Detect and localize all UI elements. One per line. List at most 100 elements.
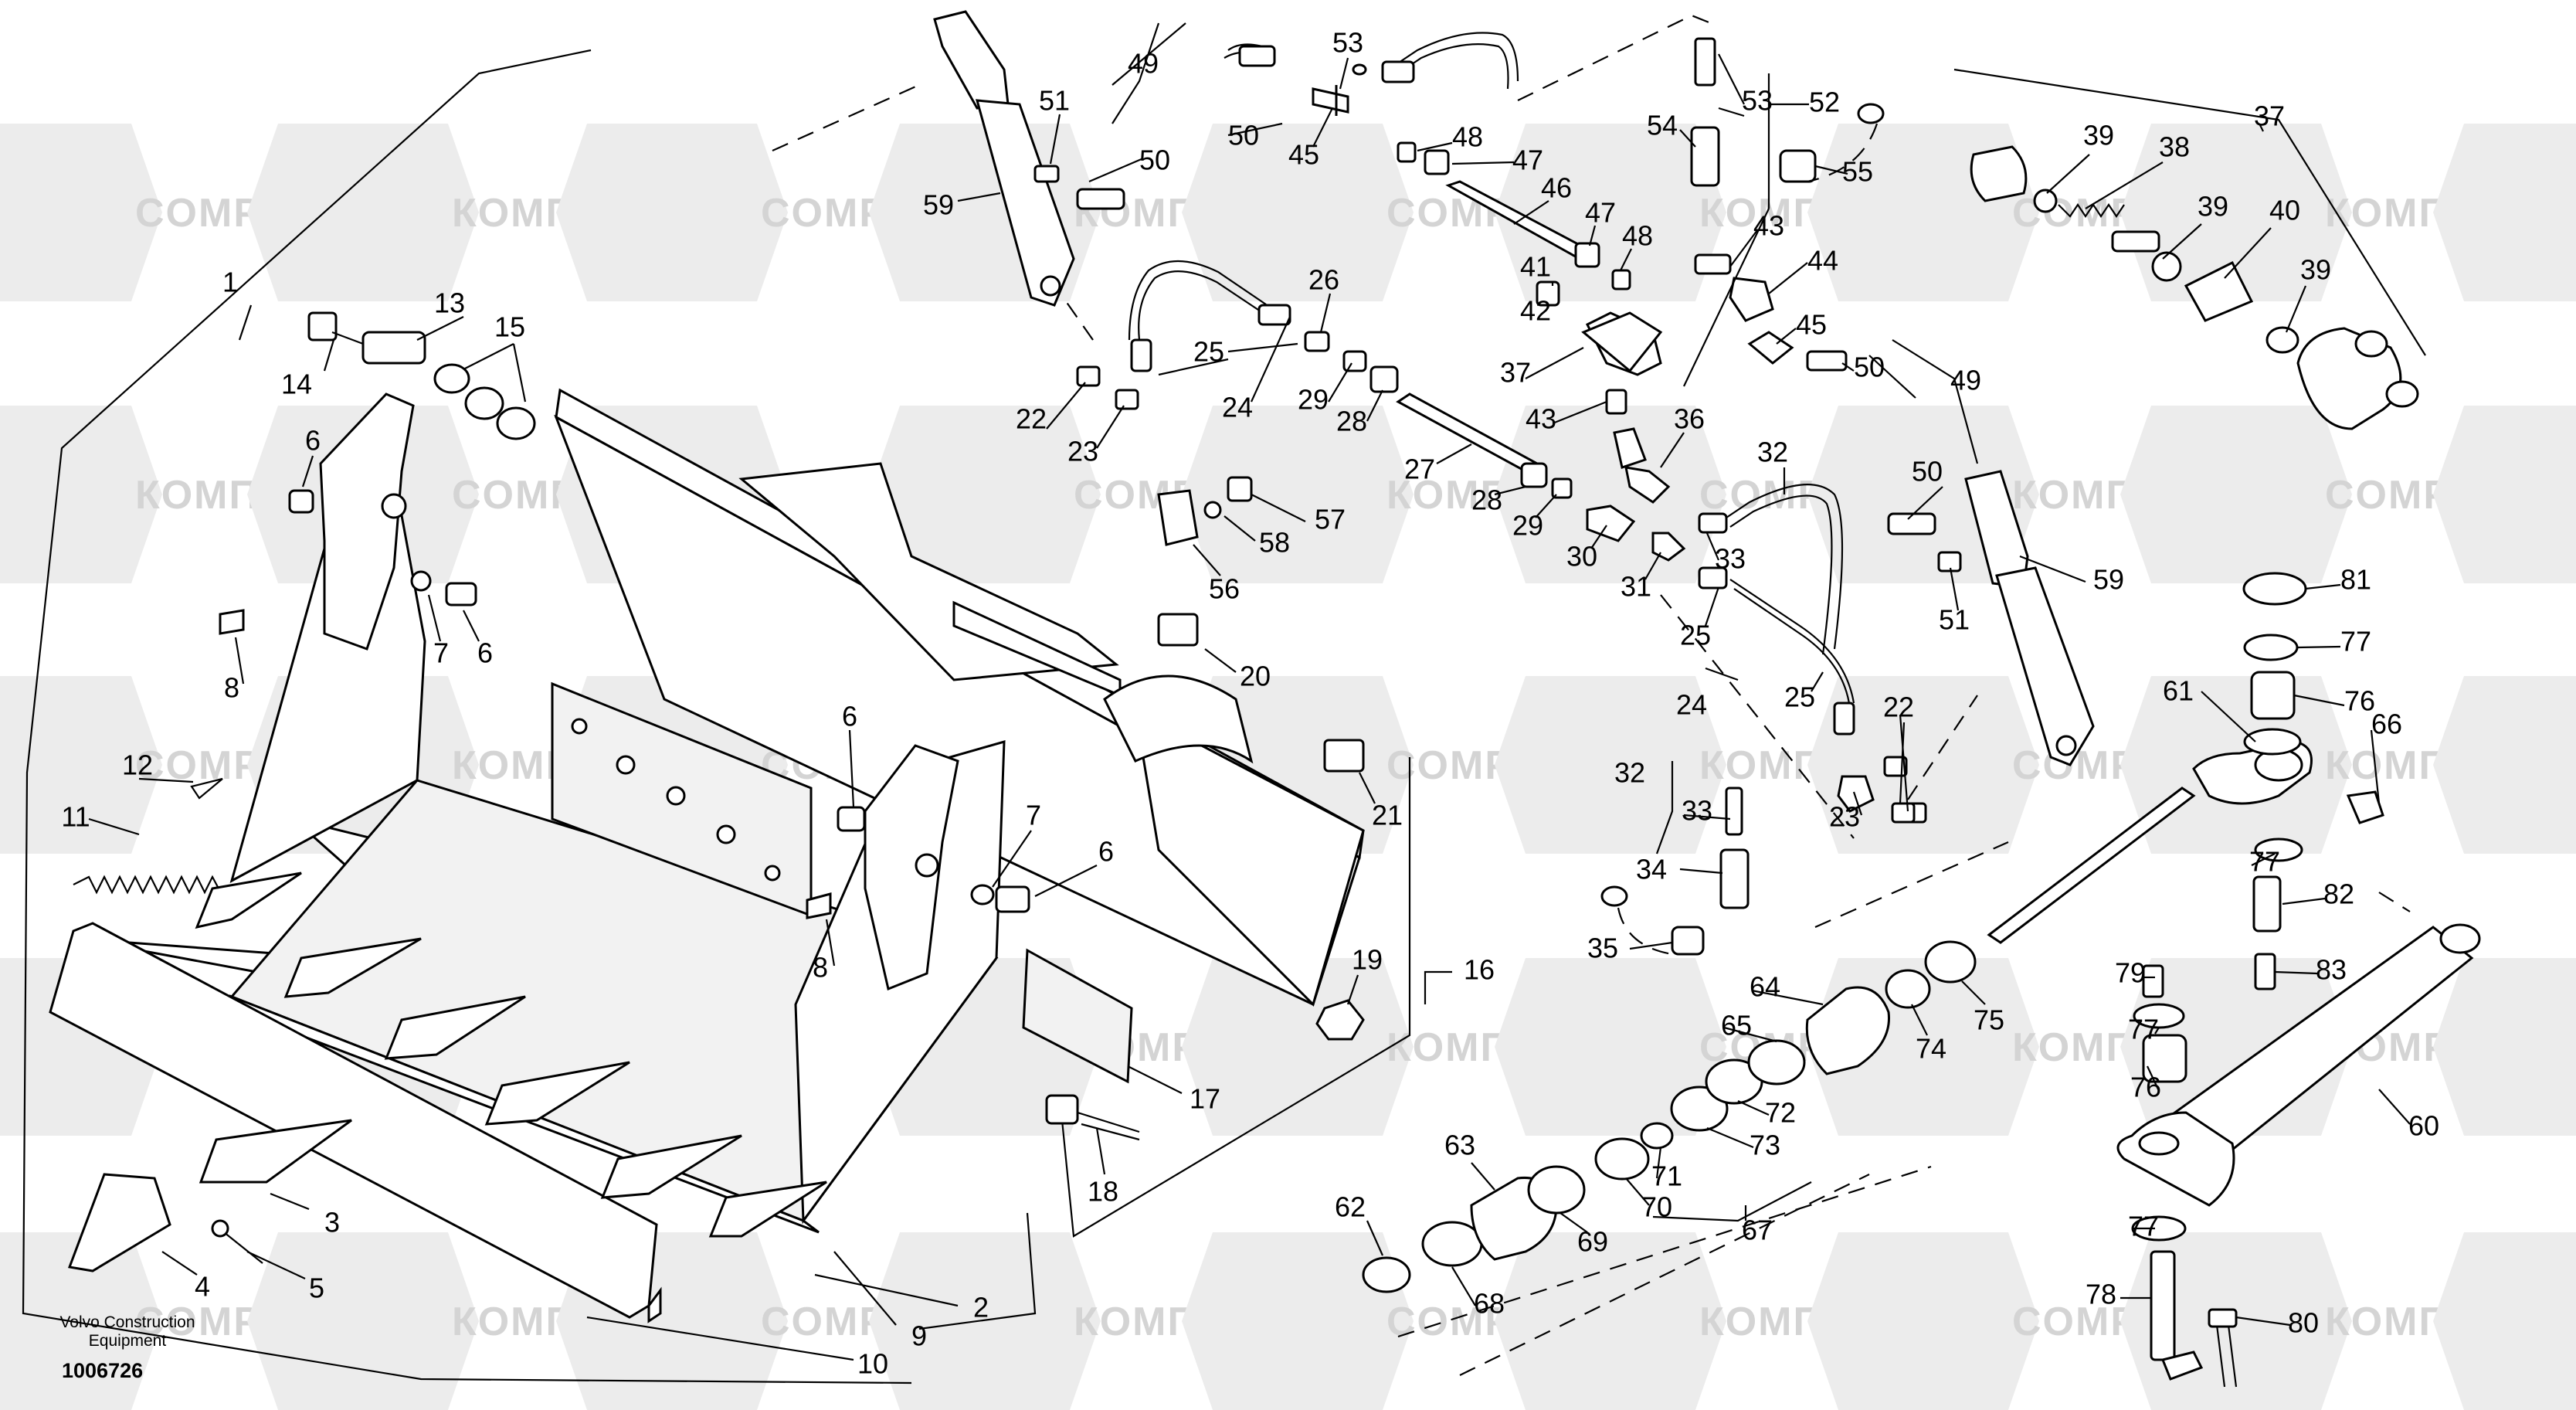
callout-55: 55 <box>1842 156 1873 188</box>
callout-28: 28 <box>1471 484 1502 516</box>
callout-68: 68 <box>1474 1288 1505 1320</box>
callout-29: 29 <box>1298 384 1329 416</box>
callout-71: 71 <box>1651 1160 1682 1192</box>
callout-50: 50 <box>1912 456 1943 488</box>
callout-6: 6 <box>1098 836 1114 868</box>
bucket-body <box>49 311 1365 1323</box>
manifold-block <box>1581 311 1663 373</box>
watermark-tile: COMPART <box>2433 124 2576 301</box>
callout-19: 19 <box>1352 944 1383 976</box>
callout-65: 65 <box>1721 1010 1752 1041</box>
callout-45: 45 <box>1796 309 1827 341</box>
callout-73: 73 <box>1750 1130 1780 1161</box>
callout-35: 35 <box>1587 933 1618 964</box>
callout-10: 10 <box>857 1348 888 1380</box>
callout-47: 47 <box>1585 197 1616 229</box>
drawing-number: 1006726 <box>62 1359 143 1382</box>
callout-64: 64 <box>1750 971 1780 1003</box>
callout-59: 59 <box>2093 564 2124 596</box>
callout-67: 67 <box>1742 1215 1773 1246</box>
watermark-tile: COMPART <box>2433 676 2576 854</box>
callout-72: 72 <box>1765 1097 1796 1129</box>
callout-25: 25 <box>1193 336 1224 368</box>
watermark-tile: COMPART <box>1495 958 1909 1136</box>
callout-50: 50 <box>1139 144 1170 176</box>
callout-57: 57 <box>1315 504 1346 535</box>
callout-32: 32 <box>1757 437 1788 468</box>
callout-69: 69 <box>1577 1226 1608 1258</box>
callout-6: 6 <box>305 425 321 457</box>
callout-30: 30 <box>1566 541 1597 572</box>
callout-82: 82 <box>2323 878 2354 910</box>
callout-54: 54 <box>1647 110 1678 141</box>
callout-3: 3 <box>324 1207 340 1238</box>
callout-22: 22 <box>1883 691 1914 723</box>
callout-41: 41 <box>1520 251 1551 283</box>
callout-58: 58 <box>1259 527 1290 559</box>
callout-60: 60 <box>2408 1110 2439 1142</box>
callout-21: 21 <box>1372 800 1403 831</box>
watermark-tile: COMPART <box>2433 1232 2576 1410</box>
callout-75: 75 <box>1974 1004 2004 1036</box>
callout-18: 18 <box>1088 1176 1118 1208</box>
callout-17: 17 <box>1190 1083 1220 1115</box>
callout-79: 79 <box>2115 957 2146 989</box>
callout-leaders <box>88 53 2411 1361</box>
callout-20: 20 <box>1240 661 1271 692</box>
watermark-tile: КОМПАРТ <box>1182 406 1593 583</box>
callout-23: 23 <box>1829 801 1860 833</box>
watermark-tile: COMPART <box>2120 406 2534 583</box>
callout-43: 43 <box>1753 210 1784 242</box>
callout-47: 47 <box>1512 144 1543 176</box>
callout-49: 49 <box>1128 48 1159 80</box>
callout-81: 81 <box>2340 564 2371 596</box>
callout-28: 28 <box>1336 406 1367 437</box>
callout-51: 51 <box>1039 85 1070 117</box>
callout-1: 1 <box>222 267 238 298</box>
callout-22: 22 <box>1016 403 1047 435</box>
callout-52: 52 <box>1809 87 1840 118</box>
callout-23: 23 <box>1067 436 1098 467</box>
watermark-tile: COMPART <box>1807 676 2221 854</box>
callout-25: 25 <box>1680 620 1711 651</box>
manufacturer-line-1: Volvo Construction <box>59 1313 195 1331</box>
callout-76: 76 <box>2344 685 2375 717</box>
drawing-caption: Volvo Construction Equipment 1006726 <box>59 1313 195 1382</box>
callout-66: 66 <box>2371 708 2402 740</box>
callout-78: 78 <box>2086 1279 2116 1310</box>
callout-74: 74 <box>1916 1033 1946 1065</box>
manufacturer-line-2: Equipment <box>89 1332 167 1350</box>
callout-25: 25 <box>1784 681 1815 713</box>
callout-13: 13 <box>434 287 465 319</box>
callout-15: 15 <box>494 311 525 343</box>
callout-77: 77 <box>2340 626 2371 657</box>
callout-76: 76 <box>2130 1072 2161 1103</box>
callout-62: 62 <box>1335 1191 1366 1223</box>
callout-53: 53 <box>1332 27 1363 59</box>
callout-33: 33 <box>1715 543 1746 575</box>
callout-7: 7 <box>1026 800 1041 831</box>
callout-77: 77 <box>2249 846 2280 878</box>
callout-46: 46 <box>1541 172 1572 204</box>
callout-37: 37 <box>2254 100 2285 132</box>
callout-34: 34 <box>1636 854 1667 885</box>
callout-8: 8 <box>813 952 828 984</box>
callout-27: 27 <box>1404 454 1435 485</box>
callout-24: 24 <box>1676 689 1707 721</box>
steering-cylinder <box>1987 572 2481 1388</box>
callout-9: 9 <box>911 1320 927 1352</box>
callout-48: 48 <box>1622 220 1653 252</box>
callout-49: 49 <box>1950 365 1981 396</box>
callout-77: 77 <box>2128 1211 2159 1242</box>
callout-24: 24 <box>1222 392 1253 423</box>
cylinder-left <box>933 10 1139 410</box>
callout-39: 39 <box>2083 120 2114 151</box>
callout-31: 31 <box>1621 571 1651 603</box>
callout-12: 12 <box>122 749 153 781</box>
callout-48: 48 <box>1452 121 1483 153</box>
watermark-tile: КОМПАРТ <box>1182 958 1593 1136</box>
callout-7: 7 <box>433 637 449 669</box>
callout-59: 59 <box>923 189 954 221</box>
